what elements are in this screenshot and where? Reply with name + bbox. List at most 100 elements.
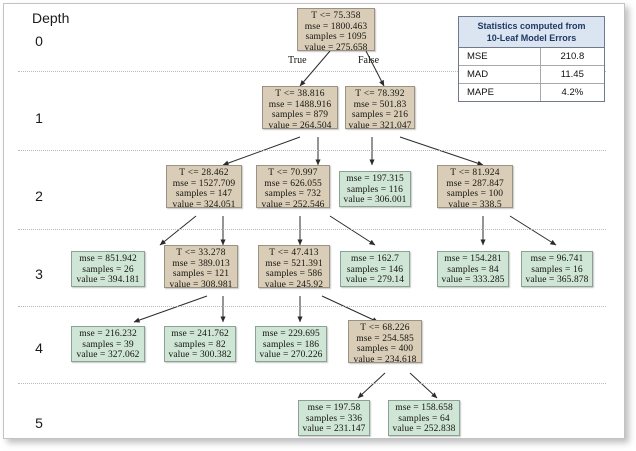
node-samples: samples = 1095	[305, 32, 367, 43]
node-condition: T <= 68.226	[360, 323, 410, 333]
tree-node-n7[interactable]: mse = 851.942 samples = 26 value = 394.1…	[71, 251, 145, 287]
node-samples: samples = 84	[447, 264, 499, 275]
statistics-table: MSE 210.8 MAD 11.45 MAPE 4.2%	[459, 48, 604, 101]
node-condition: T <= 38.816	[275, 89, 325, 99]
depth-divider-0	[18, 71, 606, 72]
node-samples: samples = 216	[351, 110, 409, 121]
node-mse: mse = 154.281	[444, 254, 502, 264]
stat-metric: MAD	[459, 65, 541, 84]
node-samples: samples = 100	[446, 189, 504, 200]
node-value: value = 252.546	[261, 199, 325, 210]
node-value: value = 333.285	[441, 275, 505, 286]
node-condition: T <= 75.358	[311, 11, 361, 21]
node-samples: samples = 146	[346, 264, 404, 275]
node-value: value = 300.382	[168, 350, 232, 361]
tree-node-n4[interactable]: T <= 70.997 mse = 626.055 samples = 732 …	[256, 165, 330, 210]
edge-label-true: True	[288, 55, 307, 66]
tree-node-n6[interactable]: T <= 81.924 mse = 287.847 samples = 100 …	[437, 165, 513, 210]
statistics-panel: Statistics computed from 10-Leaf Model E…	[458, 16, 605, 102]
node-samples: samples = 879	[271, 110, 329, 121]
depth-divider-1	[18, 150, 606, 151]
tree-node-n3[interactable]: T <= 28.462 mse = 1527.709 samples = 147…	[166, 165, 242, 210]
table-row: MAPE 4.2%	[459, 83, 604, 101]
node-mse: mse = 389.013	[172, 258, 230, 269]
node-samples: samples = 586	[265, 269, 323, 280]
tree-node-n8[interactable]: T <= 33.278 mse = 389.013 samples = 121 …	[164, 245, 238, 290]
tree-node-n2[interactable]: T <= 78.392 mse = 501.83 samples = 216 v…	[345, 86, 415, 131]
stat-metric: MSE	[459, 48, 541, 66]
node-mse: mse = 287.847	[446, 178, 504, 189]
tree-node-n17[interactable]: mse = 197.58 samples = 336 value = 231.1…	[298, 400, 370, 436]
depth-divider-2	[18, 229, 606, 230]
node-samples: samples = 16	[531, 264, 583, 275]
node-mse: mse = 197.315	[346, 174, 404, 184]
stat-metric: MAPE	[459, 83, 541, 101]
node-mse: mse = 197.58	[307, 403, 361, 413]
node-samples: samples = 26	[82, 264, 134, 275]
node-mse: mse = 254.585	[356, 333, 414, 344]
node-value: value = 252.838	[392, 424, 456, 435]
tree-node-n16[interactable]: T <= 68.226 mse = 254.585 samples = 400 …	[348, 320, 422, 365]
node-mse: mse = 229.695	[262, 329, 320, 339]
node-value: value = 245.92	[264, 279, 324, 290]
node-condition: T <= 70.997	[268, 168, 318, 178]
node-condition: T <= 81.924	[450, 168, 500, 178]
depth-label-5: 5	[35, 415, 43, 431]
node-value: value = 306.001	[343, 195, 407, 206]
tree-node-n13[interactable]: mse = 216.232 samples = 39 value = 327.0…	[71, 326, 145, 362]
edge-label-false: False	[358, 55, 380, 66]
node-samples: samples = 186	[262, 339, 320, 350]
node-samples: samples = 82	[174, 339, 226, 350]
node-value: value = 279.14	[345, 275, 405, 286]
table-row: MSE 210.8	[459, 48, 604, 66]
tree-node-n11[interactable]: mse = 154.281 samples = 84 value = 333.2…	[437, 251, 509, 287]
depth-label-2: 2	[35, 188, 43, 204]
tree-node-n12[interactable]: mse = 96.741 samples = 16 value = 365.87…	[521, 251, 593, 287]
node-value: value = 264.504	[268, 120, 332, 131]
node-samples: samples = 400	[356, 344, 414, 355]
node-mse: mse = 162.7	[351, 254, 399, 264]
node-value: value = 365.878	[525, 275, 589, 286]
statistics-title-line1: Statistics computed from	[477, 21, 586, 31]
node-mse: mse = 241.762	[171, 329, 229, 339]
depth-label-4: 4	[35, 340, 43, 356]
node-samples: samples = 336	[305, 413, 363, 424]
stat-value: 210.8	[560, 51, 585, 62]
node-condition: T <= 47.413	[269, 248, 319, 258]
tree-node-n5[interactable]: mse = 197.315 samples = 116 value = 306.…	[339, 171, 411, 207]
node-value: value = 327.062	[76, 350, 140, 361]
tree-node-n18[interactable]: mse = 158.658 samples = 64 value = 252.8…	[388, 400, 460, 436]
depth-label-1: 1	[35, 110, 43, 126]
node-value: value = 338.5	[448, 199, 502, 210]
statistics-title-line2: 10-Leaf Model Errors	[486, 33, 577, 43]
node-samples: samples = 39	[82, 339, 134, 350]
node-mse: mse = 1488.916	[268, 99, 332, 110]
stat-value: 11.45	[540, 65, 604, 84]
node-value: value = 324.051	[172, 199, 236, 210]
table-row: MAD 11.45	[459, 65, 604, 84]
tree-node-n0[interactable]: T <= 75.358 mse = 1800.463 samples = 109…	[297, 8, 375, 53]
tree-node-n9[interactable]: T <= 47.413 mse = 521.391 samples = 586 …	[258, 245, 330, 290]
node-mse: mse = 158.658	[395, 403, 453, 413]
tree-node-n14[interactable]: mse = 241.762 samples = 82 value = 300.3…	[164, 326, 236, 362]
tree-node-n15[interactable]: mse = 229.695 samples = 186 value = 270.…	[255, 326, 327, 362]
tree-node-n10[interactable]: mse = 162.7 samples = 146 value = 279.14	[340, 251, 410, 287]
tree-node-n1[interactable]: T <= 38.816 mse = 1488.916 samples = 879…	[262, 86, 338, 131]
depth-divider-3	[18, 306, 606, 307]
node-value: value = 275.658	[304, 42, 368, 53]
node-condition: T <= 78.392	[355, 89, 405, 99]
node-value: value = 270.226	[259, 350, 323, 361]
node-value: value = 231.147	[302, 424, 366, 435]
node-value: value = 234.618	[353, 354, 417, 365]
node-samples: samples = 147	[175, 189, 233, 200]
node-mse: mse = 96.741	[530, 254, 584, 264]
node-samples: samples = 116	[347, 184, 403, 195]
node-samples: samples = 64	[398, 413, 450, 424]
statistics-panel-title: Statistics computed from 10-Leaf Model E…	[459, 17, 604, 48]
node-mse: mse = 851.942	[79, 254, 137, 264]
node-mse: mse = 1800.463	[304, 21, 368, 32]
node-value: value = 308.981	[169, 279, 233, 290]
node-samples: samples = 121	[172, 269, 230, 280]
